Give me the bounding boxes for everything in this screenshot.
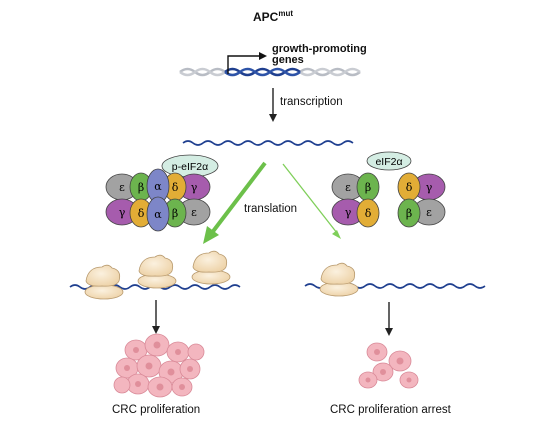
svg-text:δ: δ xyxy=(138,207,145,220)
svg-text:γ: γ xyxy=(119,206,126,219)
ribosome-2 xyxy=(137,254,177,289)
gene-label: growth-promoting genes xyxy=(272,43,367,66)
mrna-right xyxy=(304,262,486,297)
svg-text:γ: γ xyxy=(191,181,198,194)
svg-text:β: β xyxy=(138,181,144,194)
svg-text:β: β xyxy=(365,181,371,194)
eif2-alpha-label: eIF2α xyxy=(375,156,402,168)
svg-text:δ: δ xyxy=(172,181,179,194)
svg-text:γ: γ xyxy=(426,181,433,194)
svg-text:ε: ε xyxy=(345,181,351,194)
ribosome-4 xyxy=(319,262,359,297)
eif2b-complex-unphosphorylated: eIF2α ε γ β δ γ ε δ β xyxy=(331,151,446,228)
svg-text:β: β xyxy=(406,207,412,220)
svg-text:β: β xyxy=(172,207,178,220)
mrna-strand xyxy=(182,140,354,146)
translation-arrow-weak xyxy=(282,163,341,239)
svg-text:α: α xyxy=(154,208,162,221)
cell-cluster-arrest xyxy=(358,342,419,389)
svg-text:α: α xyxy=(154,180,162,193)
svg-text:ε: ε xyxy=(191,206,197,219)
svg-text:δ: δ xyxy=(365,207,372,220)
outcome-proliferation-label: CRC proliferation xyxy=(112,404,201,416)
svg-text:δ: δ xyxy=(406,181,413,194)
translation-arrow-strong xyxy=(203,161,267,244)
outcome-arrest-label: CRC proliferation arrest xyxy=(330,404,451,416)
cell-cluster-proliferation xyxy=(113,333,205,398)
eif2b-complex-phosphorylated: p-eIF2α ε γ γ ε β δ δ β α α xyxy=(105,154,219,232)
translation-label: translation xyxy=(244,203,298,215)
polysome-left xyxy=(69,250,241,300)
p-eif2-alpha-label: p-eIF2α xyxy=(172,161,208,173)
promoter-arrow xyxy=(227,55,262,74)
dna-helix xyxy=(179,67,361,77)
svg-text:ε: ε xyxy=(119,181,125,194)
ribosome-3 xyxy=(191,250,231,285)
ribosome-1 xyxy=(84,264,124,300)
gene-strand xyxy=(224,67,301,77)
svg-text:ε: ε xyxy=(426,206,432,219)
transcription-label: transcription xyxy=(280,96,343,108)
svg-text:γ: γ xyxy=(345,206,352,219)
figure-title: APCmut xyxy=(253,9,294,24)
